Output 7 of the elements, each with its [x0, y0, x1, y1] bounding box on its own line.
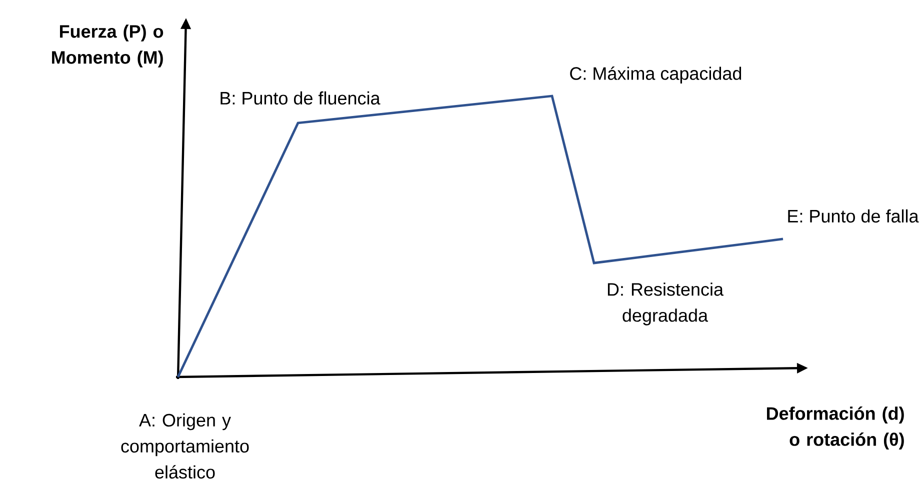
- point-label: B: Punto de fluencia: [220, 91, 380, 105]
- axis-title: Fuerza (P) o Momento (M): [52, 24, 164, 68]
- point-label: E: Punto de falla: [788, 209, 919, 223]
- point-label: A: Origen y comportamiento elástico: [121, 413, 249, 479]
- point-label: D: Resistencia degradada: [608, 282, 724, 326]
- point-label: C: Máxima capacidad: [570, 66, 742, 84]
- axis-title: Deformación (d) o rotación (θ): [767, 406, 904, 450]
